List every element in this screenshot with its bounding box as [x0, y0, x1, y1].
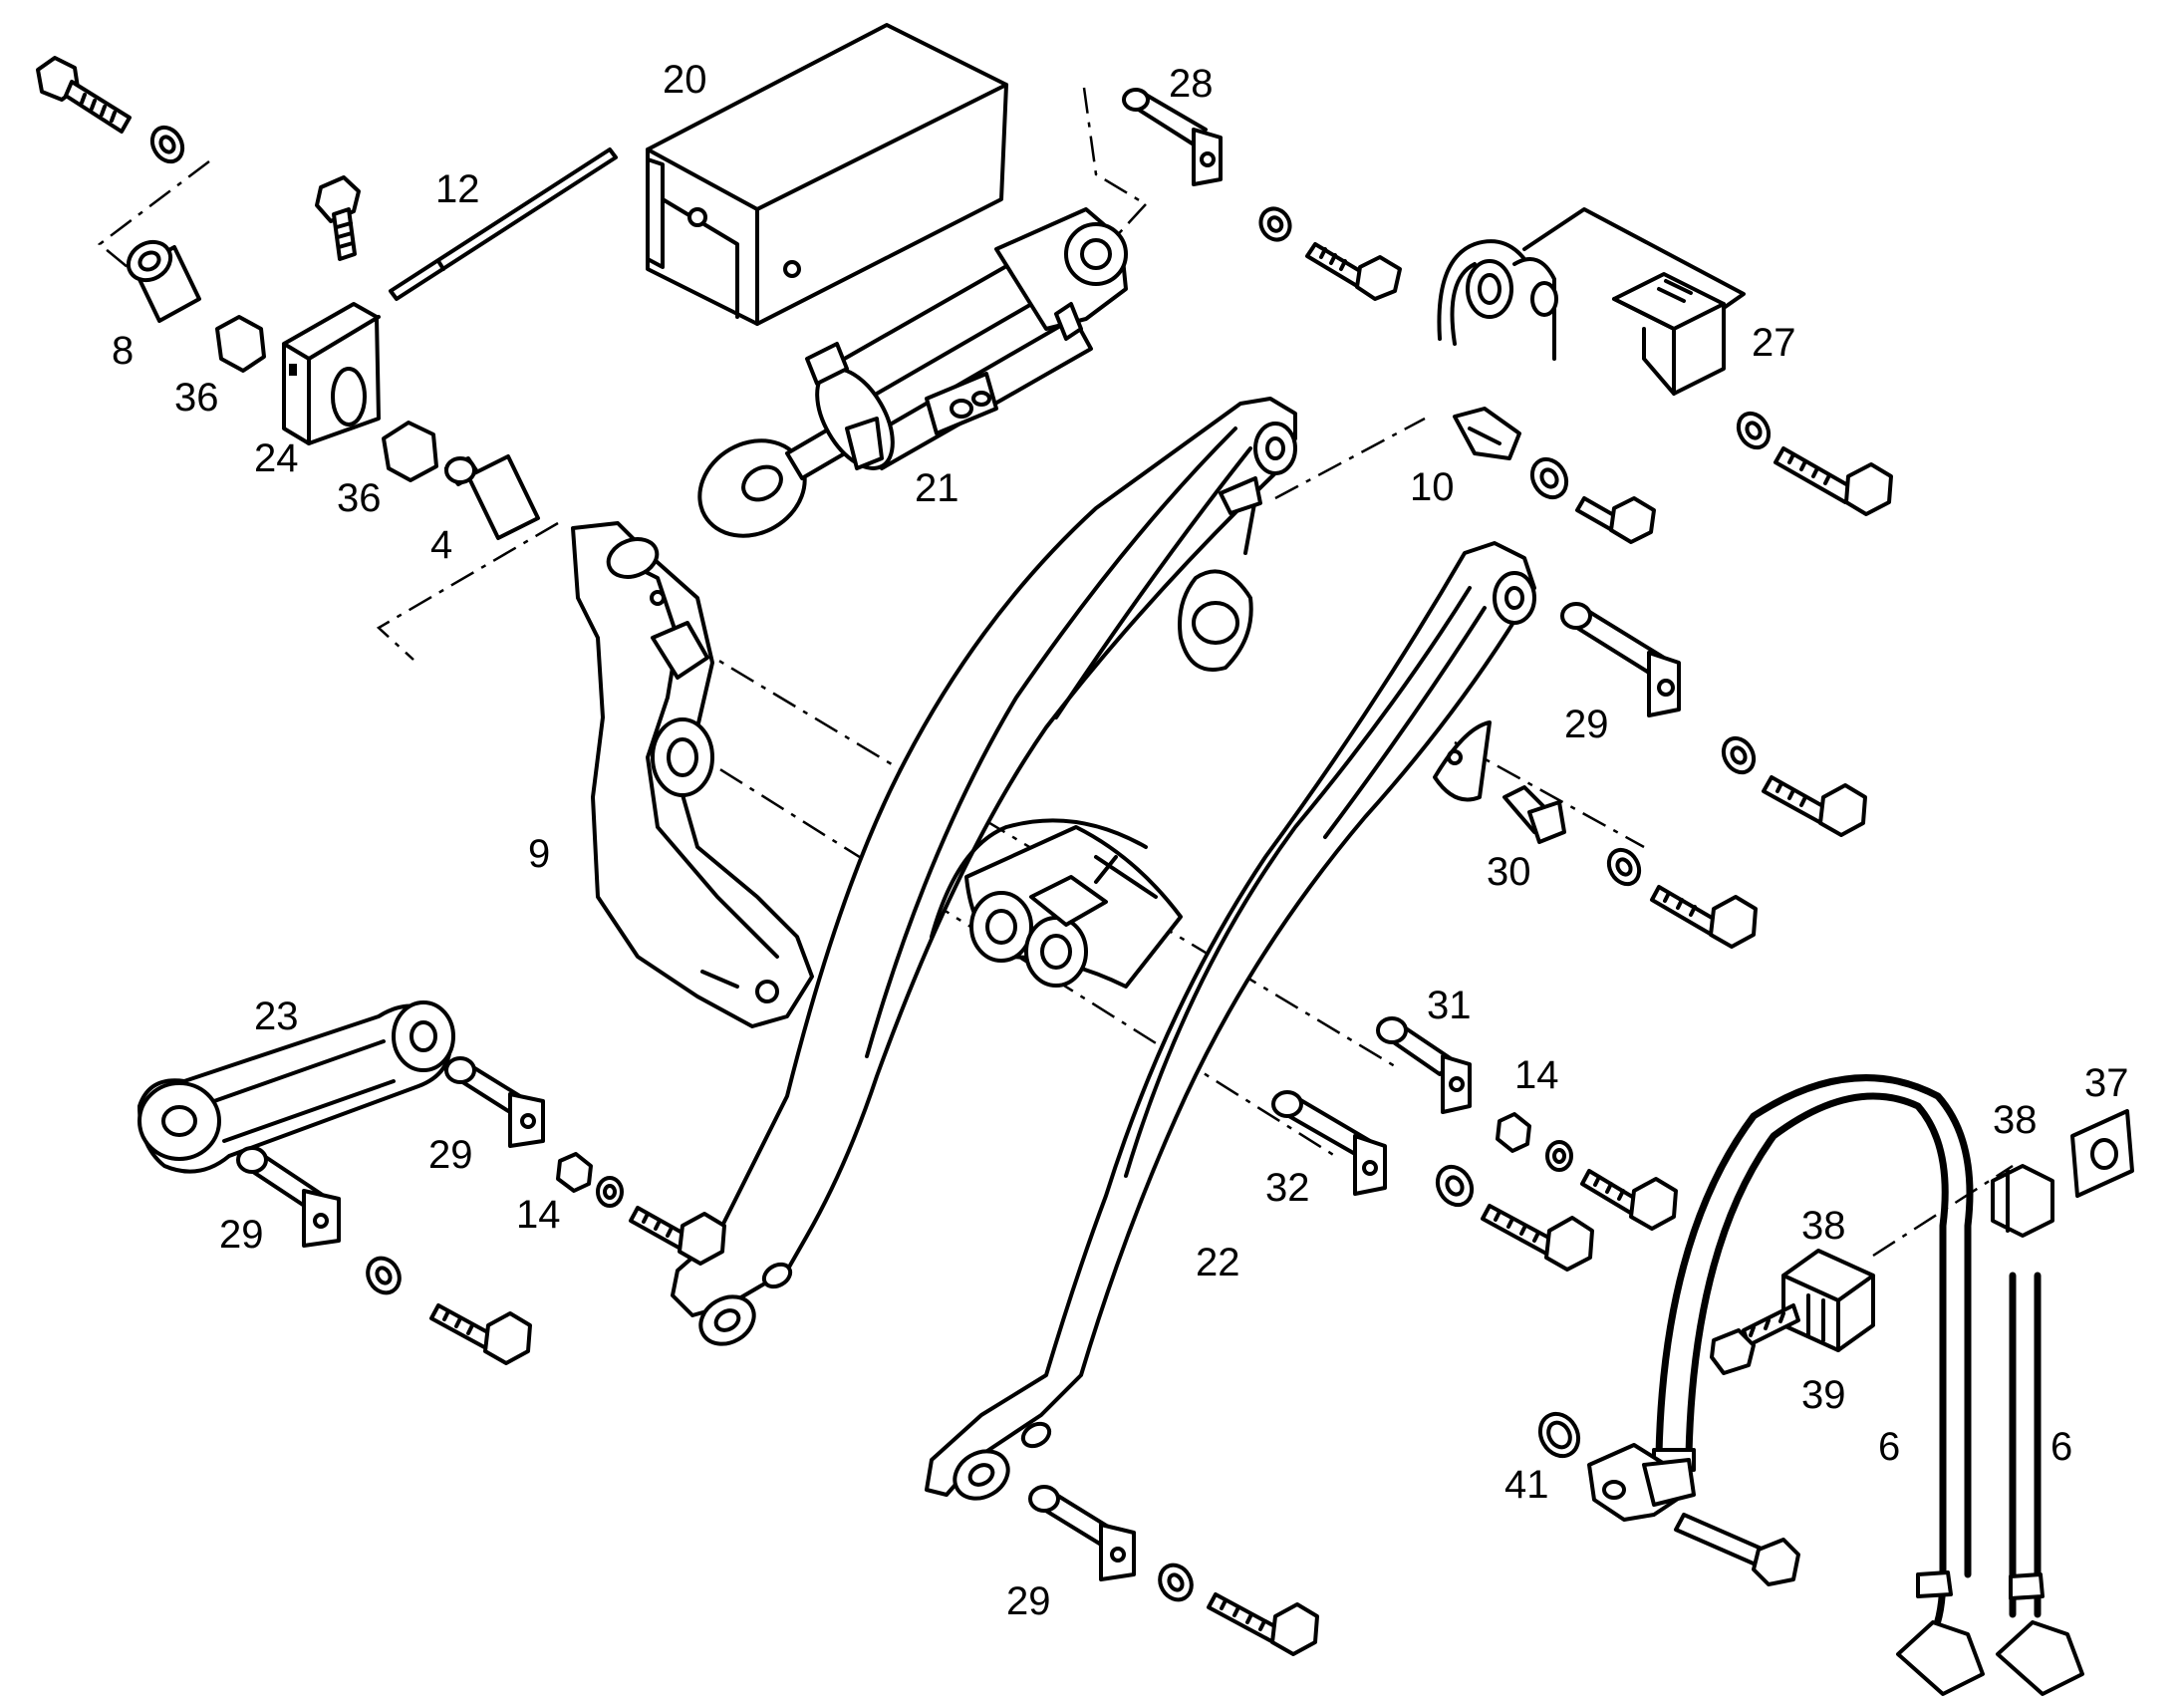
pin-part-29-upper-right: [1560, 602, 1867, 837]
bolt-top-left: [36, 56, 185, 164]
elbow-part-41: [1537, 1411, 1800, 1586]
label-9: 9: [528, 832, 550, 876]
label-20: 20: [663, 58, 707, 102]
lift-arm-right-part-22: [925, 541, 1536, 1501]
label-31: 31: [1427, 984, 1472, 1027]
label-6-right: 6: [2050, 1425, 2072, 1469]
label-36-upper: 36: [174, 376, 219, 420]
label-30: 30: [1487, 850, 1531, 894]
lift-arm-left: [671, 397, 1297, 1346]
pin-part-29-left-lower: [236, 1146, 532, 1365]
pin-part-31: [1376, 1016, 1678, 1231]
label-41: 41: [1504, 1463, 1549, 1507]
label-28: 28: [1169, 62, 1214, 106]
label-38-upper: 38: [1993, 1098, 2038, 1142]
label-12: 12: [435, 167, 480, 211]
spacer-part-36-upper: [215, 315, 266, 373]
label-10: 10: [1410, 465, 1455, 509]
label-36-lower: 36: [337, 476, 382, 520]
label-29-upper-right: 29: [1564, 703, 1609, 746]
clip-part-10: [1453, 407, 1656, 544]
pin-part-32: [1271, 1090, 1594, 1272]
label-29-left-upper: 29: [428, 1133, 473, 1177]
label-23: 23: [254, 995, 299, 1038]
pin-part-29-left-upper: [444, 1056, 726, 1266]
label-22: 22: [1196, 1241, 1240, 1284]
link-arm-part-23: [137, 1000, 455, 1174]
label-4: 4: [430, 523, 452, 567]
pin-part-4: [444, 454, 540, 540]
cover-part-20: [646, 23, 1008, 326]
label-39: 39: [1801, 1373, 1846, 1417]
bracket-part-27: [1437, 207, 1893, 516]
label-14-right: 14: [1514, 1053, 1559, 1097]
pin-part-29-bottom: [1028, 1485, 1319, 1656]
label-14-left: 14: [516, 1193, 561, 1237]
part-labels: 20 28 12 8 36 24 36 4 21 27 10 29 30 9 2…: [112, 58, 2129, 1623]
label-8: 8: [112, 329, 134, 373]
label-29-bottom: 29: [1006, 1579, 1051, 1623]
spacer-part-36-lower: [382, 421, 438, 482]
clamp-part-38-39: [1710, 1109, 2134, 1375]
rod-part-12: [389, 147, 618, 301]
lever-part-9: [571, 521, 814, 1028]
label-21: 21: [915, 466, 959, 510]
label-24: 24: [254, 436, 299, 480]
bushing-part-8: [126, 239, 201, 323]
cross-tube: [930, 818, 1183, 989]
label-27: 27: [1752, 321, 1796, 365]
cylinder-part-21: [697, 207, 1128, 538]
label-6-left: 6: [1878, 1425, 1900, 1469]
clamp-part-24: [282, 175, 381, 445]
pin-part-28: [1122, 88, 1402, 301]
label-37: 37: [2084, 1061, 2129, 1105]
label-32: 32: [1265, 1166, 1310, 1210]
pin-part-30: [1502, 785, 1758, 949]
label-29-left-lower: 29: [219, 1213, 264, 1257]
label-38-lower: 38: [1801, 1204, 1846, 1248]
